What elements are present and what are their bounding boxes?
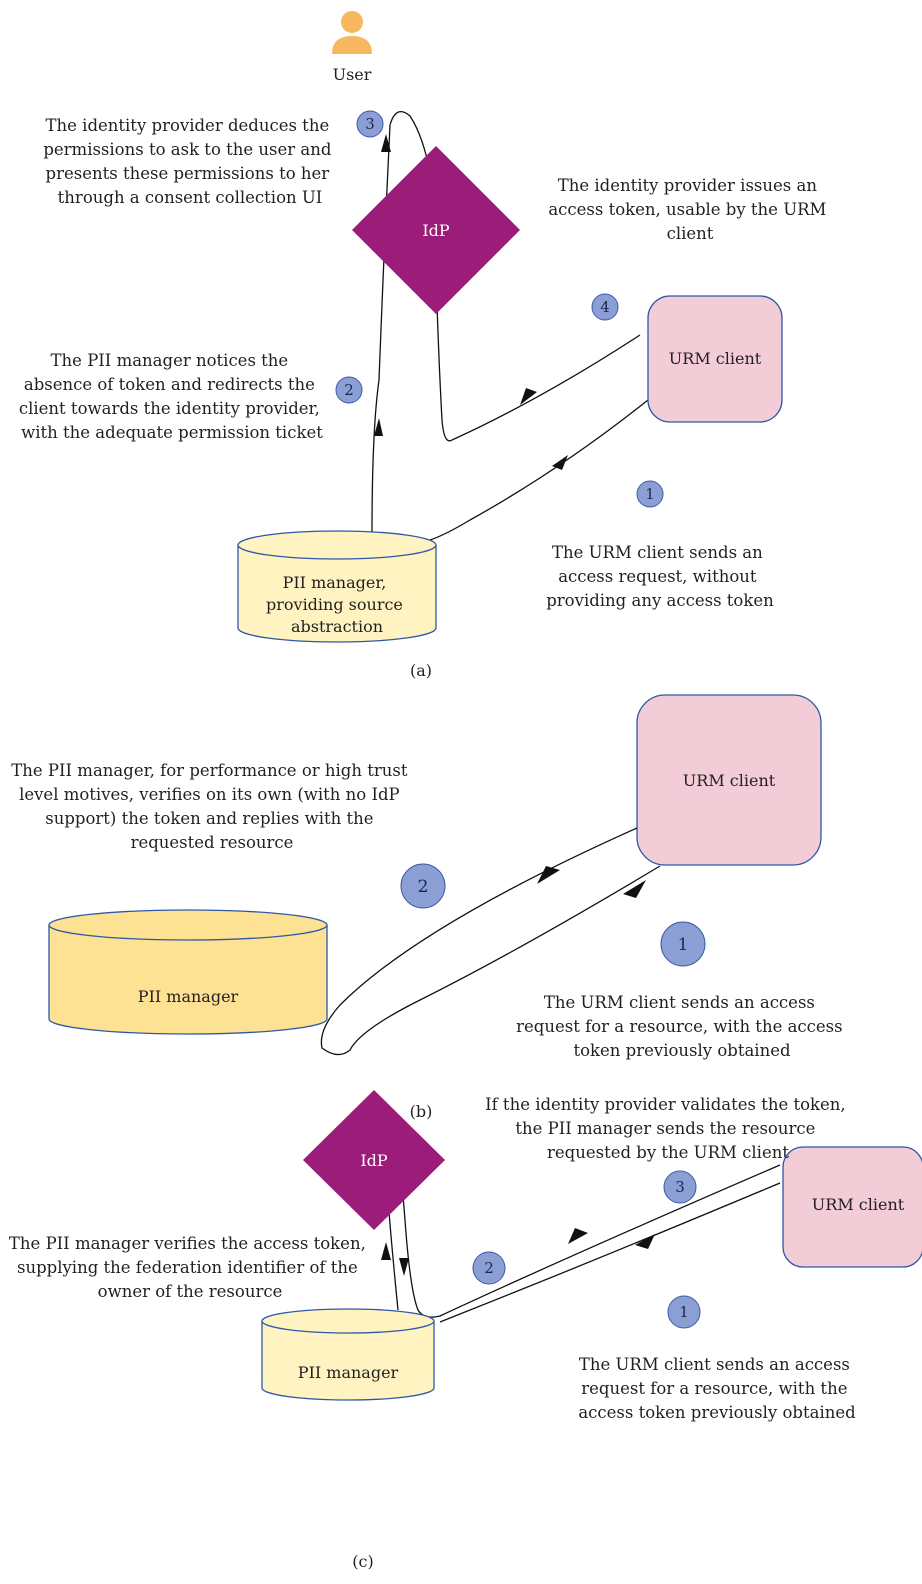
svg-text:1: 1: [678, 935, 689, 955]
step-1-description: The URM client sends an access request f…: [578, 1355, 856, 1422]
arrow-pii-to-user: [371, 124, 391, 534]
step-2-description: The PII manager, for performance or high…: [11, 761, 412, 852]
step-2-badge: 2: [335, 376, 363, 404]
caption-b: (b): [410, 1102, 433, 1121]
step-3-description: If the identity provider validates the t…: [485, 1095, 851, 1162]
urm-client-label: URM client: [812, 1195, 905, 1214]
idp-label: IdP: [360, 1151, 388, 1170]
arrowhead-to-pii: [552, 455, 568, 470]
urm-client-node: [647, 295, 783, 423]
step-1-description: The URM client sends an access request f…: [516, 993, 848, 1060]
arrowhead-up: [374, 418, 383, 436]
urm-client-label: URM client: [669, 349, 762, 368]
caption-a: (a): [410, 661, 432, 680]
svg-text:2: 2: [344, 381, 354, 399]
arrowhead-to-pii: [623, 880, 646, 898]
step-2-badge: 2: [472, 1251, 506, 1285]
arrow-idp-to-pii-and-urm: [397, 1139, 781, 1318]
step-3-badge: 3: [663, 1170, 697, 1204]
user-label: User: [333, 65, 372, 84]
step-1-badge: 1: [636, 480, 664, 508]
arrow-urm-to-pii: [429, 399, 649, 541]
caption-c: (c): [352, 1552, 373, 1571]
svg-text:4: 4: [600, 298, 610, 316]
arrowhead-to-urm: [537, 866, 560, 884]
pii-manager-node: [48, 909, 328, 1035]
arrowhead-up: [381, 1242, 391, 1260]
pii-manager-label: PII manager, providing source abstractio…: [266, 573, 408, 636]
svg-text:1: 1: [645, 485, 655, 503]
svg-text:3: 3: [675, 1178, 685, 1196]
svg-text:3: 3: [365, 115, 375, 133]
pii-manager-label: PII manager: [298, 1363, 399, 1382]
arrowhead-to-urm: [520, 388, 537, 405]
pii-manager-node: [237, 530, 437, 643]
step-3-description: The identity provider deduces the permis…: [43, 116, 336, 207]
step-3-badge: 3: [356, 110, 384, 138]
arrow-urm-to-pii: [439, 1182, 781, 1323]
panel-a: User IdP URM client PII manager, providi…: [19, 11, 831, 680]
pii-manager-label: PII manager: [138, 987, 239, 1006]
idp-node: [303, 1090, 445, 1230]
urm-client-node: [782, 1146, 922, 1268]
idp-node: [352, 146, 520, 314]
step-1-badge: 1: [660, 921, 706, 967]
step-2-badge: 2: [400, 863, 446, 909]
urm-client-node: [636, 694, 822, 866]
user-icon: [332, 11, 372, 54]
step-2-description: The PII manager notices the absence of t…: [19, 351, 325, 442]
arrowhead-to-pii: [635, 1234, 655, 1249]
arrowhead-down: [399, 1258, 409, 1276]
arrow-loop-to-idp: [389, 110, 641, 442]
step-4-description: The identity provider issues an access t…: [548, 176, 831, 243]
panel-b: URM client PII manager 2 1 The PII manag…: [11, 694, 848, 1121]
step-1-badge: 1: [667, 1295, 701, 1329]
step-4-badge: 4: [591, 293, 619, 321]
svg-text:2: 2: [418, 877, 429, 897]
step-1-description: The URM client sends an access request, …: [546, 543, 774, 610]
svg-text:1: 1: [679, 1303, 689, 1321]
step-2-description: The PII manager verifies the access toke…: [9, 1234, 371, 1301]
pii-manager-node: [261, 1308, 435, 1401]
urm-client-label: URM client: [683, 771, 776, 790]
panel-c: IdP URM client PII manager 3 2 1 If the …: [9, 1090, 922, 1571]
idp-label: IdP: [422, 221, 450, 240]
svg-text:2: 2: [484, 1259, 494, 1277]
arrowhead-up-top: [381, 134, 391, 152]
arrowhead-to-urm: [568, 1228, 588, 1244]
arrow-loop-urm-pii: [320, 827, 661, 1056]
